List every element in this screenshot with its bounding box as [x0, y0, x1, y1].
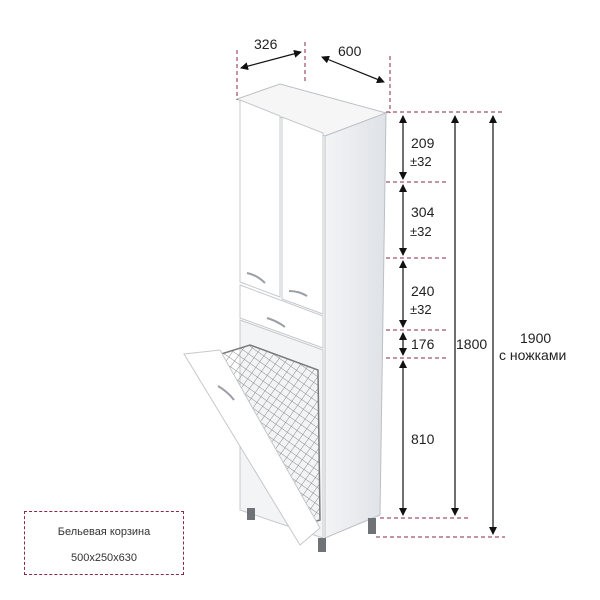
legend-size: 500x250x630 [70, 552, 138, 564]
height-dimensions: 209 ±32 304 ±32 240 ±32 176 810 1800 190… [376, 111, 566, 538]
width-arrow [240, 49, 302, 71]
width-label: 326 [254, 36, 278, 52]
cabinet [183, 83, 388, 552]
cabinet-side-panel [324, 112, 387, 539]
tilt-out-door [183, 349, 321, 546]
body-height-value: 1800 [456, 336, 487, 352]
section-4-value: 176 [411, 336, 435, 352]
upper-door-left [239, 99, 281, 298]
section-3-value: 240 [411, 283, 435, 299]
leg-back-right [368, 518, 376, 534]
upper-door-right [281, 116, 324, 315]
tilt-door-handle [217, 385, 235, 401]
section-5-value: 810 [411, 431, 435, 447]
drawer-handle [266, 317, 286, 328]
top-dimensions: 326 600 [236, 36, 391, 113]
depth-arrow [321, 55, 385, 84]
total-height-note: с ножками [499, 347, 566, 363]
section-1-value: 209 [411, 135, 435, 151]
door-handle-right [288, 290, 308, 297]
drawer-front [239, 284, 324, 349]
section-3-tolerance: ±32 [410, 302, 432, 317]
section-1-tolerance: ±32 [410, 154, 432, 169]
door-handle-left [246, 272, 266, 284]
basket-legend: Бельевая корзина 500x250x630 [24, 511, 184, 575]
leg-front-left [247, 508, 255, 520]
section-2-tolerance: ±32 [410, 224, 432, 239]
total-height-value: 1900 [520, 330, 551, 346]
leg-front-right [318, 538, 326, 552]
section-2-value: 304 [411, 204, 435, 220]
depth-label: 600 [338, 43, 362, 59]
legend-title: Бельевая корзина [57, 526, 151, 538]
